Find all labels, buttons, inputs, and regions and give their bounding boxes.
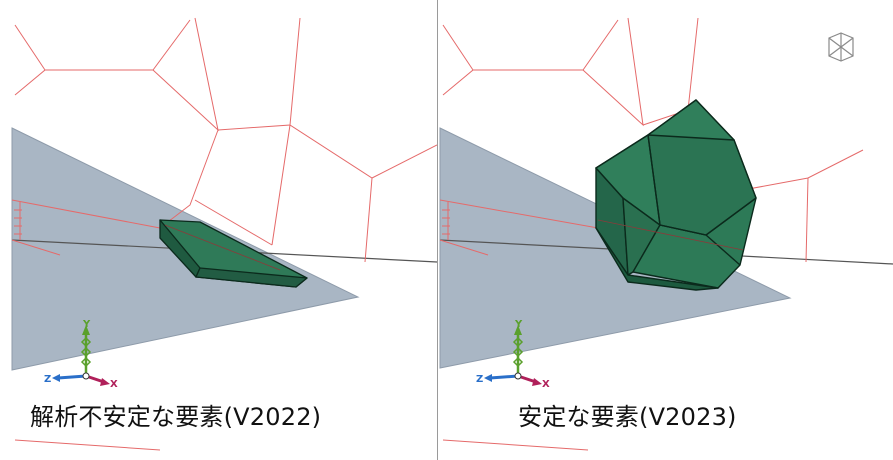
axis-y-label: Y [82,319,91,330]
viewport-divider[interactable] [437,0,438,460]
stable-element[interactable] [595,99,757,291]
mesh-lines [11,17,437,451]
caption-right: 安定な要素(V2023) [518,403,737,431]
axis-y-label: Y [514,319,523,330]
axis-x-label: X [542,379,550,390]
view-cube-icon[interactable] [823,30,859,64]
caption-left: 解析不安定な要素(V2022) [30,403,322,431]
axis-x-label: X [110,379,118,390]
unstable-element[interactable] [159,219,308,288]
viewport-left[interactable]: Y Z X 解析不安定な要素(V2022) [0,0,437,460]
scene-left[interactable]: Y Z X [0,0,437,460]
viewport-right[interactable]: Y Z X 安定な要素(V2023) [438,0,893,460]
axis-z-label: Z [476,374,483,385]
scene-right[interactable]: Y Z X [438,0,893,460]
axis-z-label: Z [44,374,51,385]
axis-triad: Y Z X [44,319,118,390]
axis-triad: Y Z X [476,319,550,390]
